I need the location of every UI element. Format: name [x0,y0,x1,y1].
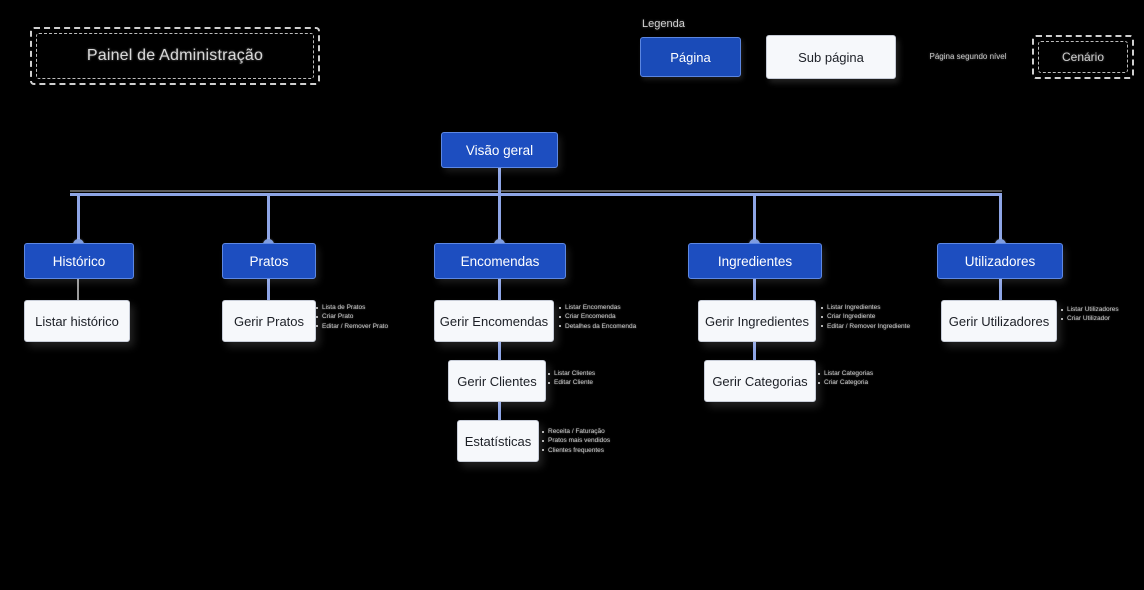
legend-scenario-inner-border [1038,41,1128,73]
legend-scenario-label: Cenário [1061,50,1105,64]
scenario-frame: Painel de Administração [30,27,320,85]
connector-encomendas-clientes [498,340,501,364]
legend-items: Página Sub página Página segundo nível C… [640,35,1134,79]
annotation-gerir-categorias: Listar Categorias Criar Categoria [818,369,873,388]
node-gerir-utilizadores[interactable]: Gerir Utilizadores [941,300,1057,342]
connector-ingredientes-categorias [753,340,756,364]
node-gerir-pratos[interactable]: Gerir Pratos [222,300,316,342]
node-gerir-clientes[interactable]: Gerir Clientes [448,360,546,402]
connector-pratos-sub [267,276,270,304]
annotation-gerir-encomendas: Listar Encomendas Criar Encomenda Detalh… [559,303,636,331]
connector-drop-ingredientes [753,193,756,245]
node-label: Visão geral [465,142,534,158]
connector-bus-shadow [70,190,1002,192]
annotation-gerir-ingredientes: Listar Ingredientes Criar Ingrediente Ed… [821,303,910,331]
legend-swatch-subpage: Sub página [766,35,896,79]
node-label: Gerir Ingredientes [704,313,810,329]
node-label: Gerir Utilizadores [948,313,1050,329]
node-ingredientes[interactable]: Ingredientes [688,243,822,279]
legend-swatch-second-level: Página segundo nível [929,51,1007,61]
node-estatisticas[interactable]: Estatísticas [457,420,539,462]
connector-encomendas-sub [498,276,501,304]
connector-bus [70,193,1002,196]
legend-title: Legenda [642,18,685,30]
node-label: Gerir Encomendas [439,313,549,329]
legend-swatch-scenario: Cenário [1032,35,1134,79]
connector-clientes-estatisticas [498,400,501,424]
node-label: Gerir Clientes [457,373,537,389]
node-label: Encomendas [460,253,540,269]
node-label: Histórico [52,253,106,269]
node-label: Ingredientes [717,253,793,269]
node-utilizadores[interactable]: Utilizadores [937,243,1063,279]
node-label: Estatísticas [464,433,532,449]
node-label: Gerir Pratos [233,313,305,329]
node-gerir-categorias[interactable]: Gerir Categorias [704,360,816,402]
connector-historico-sub [77,276,79,304]
connector-drop-encomendas [498,193,501,245]
node-label: Listar histórico [35,313,119,329]
node-encomendas[interactable]: Encomendas [434,243,566,279]
node-gerir-ingredientes[interactable]: Gerir Ingredientes [698,300,816,342]
scenario-frame-inner-border [36,33,314,79]
connector-ingredientes-sub [753,276,756,304]
legend: Legenda Página Sub página Página segundo… [640,14,1134,79]
page-title: Painel de Administração [86,47,264,64]
node-visao-geral[interactable]: Visão geral [441,132,558,168]
connector-drop-utilizadores [999,193,1002,245]
connector-root-stem [498,168,501,196]
connector-drop-pratos [267,193,270,245]
node-pratos[interactable]: Pratos [222,243,316,279]
node-label: Gerir Categorias [712,373,808,389]
node-label: Utilizadores [964,253,1036,269]
annotation-gerir-clientes: Listar Clientes Editar Cliente [548,369,595,388]
legend-swatch-page: Página [640,37,741,77]
connector-drop-historico [77,193,80,245]
annotation-gerir-pratos: Lista de Pratos Criar Prato Editar / Rem… [316,303,388,331]
annotation-estatisticas: Receita / Faturação Pratos mais vendidos… [542,427,610,455]
node-label: Pratos [249,253,289,269]
node-historico[interactable]: Histórico [24,243,134,279]
node-gerir-encomendas[interactable]: Gerir Encomendas [434,300,554,342]
annotation-gerir-utilizadores: Listar Utilizadores Criar Utilizador [1061,305,1119,324]
node-listar-historico[interactable]: Listar histórico [24,300,130,342]
connector-utilizadores-sub [999,276,1002,304]
